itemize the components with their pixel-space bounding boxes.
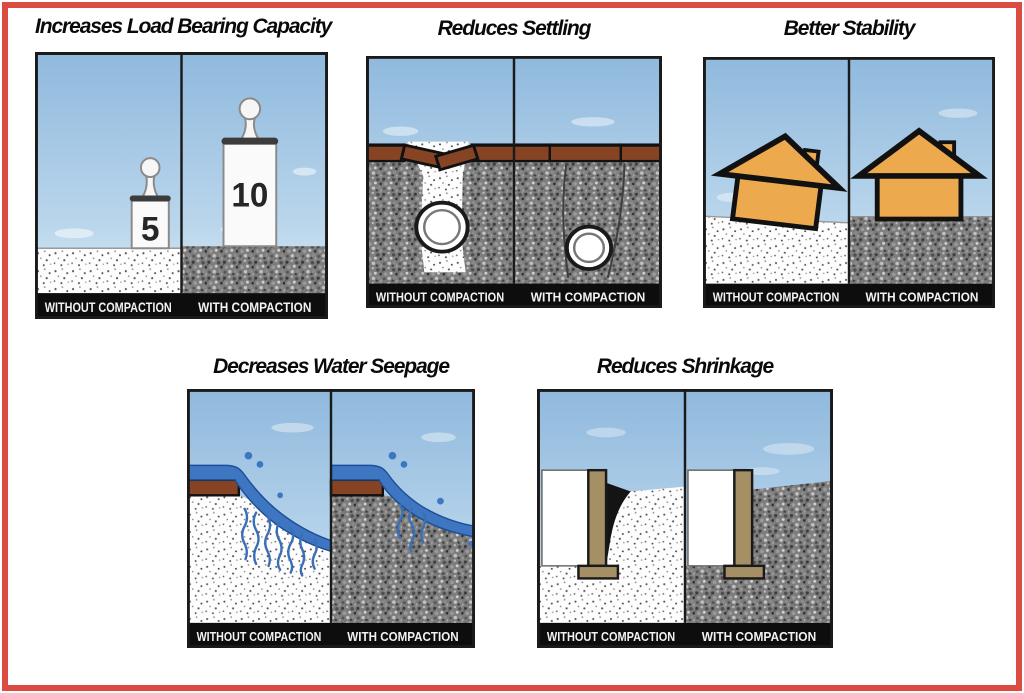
foundation-stem-right — [733, 468, 754, 568]
weight-5-icon: 5 — [129, 157, 171, 250]
pavement — [366, 143, 662, 163]
panel-frame — [35, 52, 328, 319]
compacted-soil — [181, 246, 328, 294]
pipe-left-icon — [414, 200, 470, 254]
seepage-lines-right — [396, 503, 427, 553]
uncompacted-soil — [703, 216, 849, 284]
with-compaction-label: WITH COMPACTION — [347, 629, 458, 644]
compacted-soil — [849, 216, 995, 284]
curb-block-right — [329, 478, 385, 497]
seepage-lines-left — [241, 507, 318, 577]
panel-water-seepage: WITHOUT COMPACTION WITH COMPACTION — [187, 389, 475, 648]
title-shrinkage: Reduces Shrinkage — [596, 355, 774, 378]
title-settling: Reduces Settling — [437, 17, 592, 40]
caption-bar — [537, 622, 833, 648]
foundation-stem-left — [587, 468, 608, 568]
without-compaction-label: WITHOUT COMPACTION — [713, 290, 840, 305]
uncompacted-soil — [537, 486, 685, 623]
foundation-footing-left — [577, 564, 620, 580]
water-flow-left — [187, 464, 332, 553]
clouds — [382, 117, 615, 136]
panel-settling: WITHOUT COMPACTION WITH COMPACTION — [366, 56, 662, 308]
without-compaction-label: WITHOUT COMPACTION — [197, 629, 322, 644]
pipe-right-icon — [564, 224, 614, 271]
wall-right — [687, 469, 736, 567]
clouds — [271, 422, 456, 443]
caption-bar — [366, 283, 662, 308]
panel-frame — [366, 56, 662, 308]
broken-bricks — [399, 143, 480, 172]
level-house-icon — [850, 127, 988, 222]
weight-value-left: 5 — [141, 211, 159, 248]
compacted-soil — [685, 480, 833, 623]
without-compaction-label: WITHOUT COMPACTION — [376, 290, 504, 305]
with-compaction-label: WITH COMPACTION — [198, 300, 311, 315]
with-compaction-label: WITH COMPACTION — [531, 290, 645, 305]
water-droplets-left — [244, 451, 283, 499]
panel-shrinkage: WITHOUT COMPACTION WITH COMPACTION — [537, 389, 833, 648]
panel-frame — [703, 57, 995, 308]
without-compaction-label: WITHOUT COMPACTION — [45, 300, 172, 315]
with-compaction-label: WITH COMPACTION — [702, 629, 816, 644]
without-compaction-label: WITHOUT COMPACTION — [547, 629, 675, 644]
weight-value-right: 10 — [231, 177, 268, 214]
tilted-house-icon — [710, 132, 848, 232]
title-water-seepage: Decreases Water Seepage — [213, 355, 450, 378]
panel-stability: WITHOUT COMPACTION WITH COMPACTION — [703, 57, 995, 308]
uncompacted-soil — [35, 248, 182, 294]
caption-bar — [35, 293, 328, 319]
panel-frame — [537, 389, 833, 648]
shrinkage-gap — [606, 482, 631, 566]
panel-frame — [187, 389, 475, 648]
with-compaction-label: WITH COMPACTION — [866, 290, 979, 305]
caption-bar — [703, 283, 995, 308]
foundation-footing-right — [723, 564, 766, 580]
weight-10-icon: 10 — [221, 97, 279, 248]
title-load-bearing: Increases Load Bearing Capacity — [35, 15, 332, 38]
panel-load-bearing: 5 10 WITHOUT COMPACTION WITH COMPACTION — [35, 52, 328, 319]
curb-block-left — [187, 478, 241, 497]
title-stability: Better Stability — [783, 17, 916, 40]
caption-bar — [187, 622, 475, 648]
wall-left — [541, 469, 590, 567]
trench-edges-right — [562, 163, 626, 279]
